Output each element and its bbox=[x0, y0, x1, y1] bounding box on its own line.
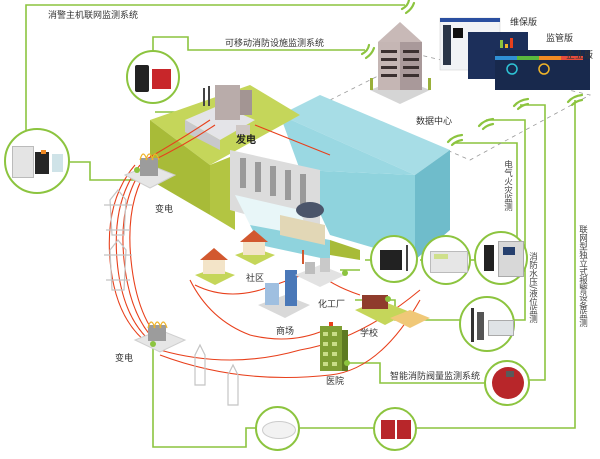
current-transformer-icon bbox=[484, 245, 494, 271]
device-ring-smoke bbox=[255, 406, 300, 451]
label-substation-bottom: 变电 bbox=[115, 354, 134, 364]
transmitter-box-icon bbox=[488, 320, 514, 336]
gateway-icon bbox=[35, 152, 49, 174]
community-houses bbox=[195, 230, 275, 285]
label-mall: 商场 bbox=[276, 327, 295, 337]
substation-top bbox=[123, 153, 177, 189]
alarm-bell-icon bbox=[397, 420, 411, 439]
dashboard-screens bbox=[439, 17, 590, 90]
power-tower-icon bbox=[104, 239, 132, 291]
label-community: 社区 bbox=[246, 274, 265, 284]
wifi-signal-icon bbox=[566, 93, 584, 107]
link-hospital bbox=[346, 362, 484, 384]
din-module-icon bbox=[52, 154, 63, 172]
hospital-building bbox=[320, 322, 350, 371]
label-data-center: 数据中心 bbox=[416, 117, 453, 127]
device-ring-cabinet bbox=[474, 231, 528, 285]
smoke-detector-icon bbox=[262, 421, 296, 439]
mobile-phone-icon bbox=[135, 65, 149, 92]
control-cabinet-icon bbox=[12, 146, 34, 178]
power-tower-icon bbox=[194, 343, 206, 386]
device-ring-manual-alarm bbox=[373, 407, 417, 451]
label-electrical-fire: 电气火灾监测 bbox=[502, 160, 513, 211]
label-water-pressure: 消防水压/液位监测 bbox=[527, 252, 538, 323]
cabinet-screen bbox=[503, 247, 515, 255]
label-chem-plant: 化工厂 bbox=[318, 300, 346, 310]
device-ring-gateway bbox=[4, 128, 70, 194]
hydro-dam-icon bbox=[150, 85, 450, 260]
wifi-signal-icons bbox=[360, 0, 584, 147]
device-ring-din-meter bbox=[421, 235, 471, 285]
valve-sensor-label bbox=[506, 371, 514, 377]
wifi-signal-icon bbox=[512, 97, 530, 111]
label-substation-top: 变电 bbox=[155, 205, 174, 215]
device-ring-valve bbox=[484, 360, 530, 406]
link-alarm-host bbox=[25, 4, 405, 140]
electric-meter-icon bbox=[380, 250, 402, 270]
link-standalone bbox=[395, 100, 576, 429]
wifi-signal-icon bbox=[360, 43, 376, 60]
chem-plant bbox=[295, 250, 348, 287]
office-building-icon bbox=[370, 22, 431, 104]
label-standalone-alarm: 联网型独立式报警设备监测 bbox=[577, 225, 588, 327]
label-hospital: 医院 bbox=[326, 377, 345, 387]
wireless-alarm-tag-icon bbox=[152, 69, 171, 89]
power-tower-icons bbox=[104, 189, 239, 406]
label-supervision-version: 监管版 bbox=[546, 34, 574, 44]
gateway-indicator bbox=[41, 150, 46, 154]
link-valve-ext bbox=[520, 104, 546, 381]
wifi-signal-icon bbox=[400, 0, 416, 15]
power-tower-icon bbox=[104, 189, 132, 236]
link-gateway bbox=[70, 161, 137, 181]
meter-screen bbox=[434, 254, 448, 259]
antenna-icon bbox=[406, 245, 408, 271]
wifi-signal-icon bbox=[477, 117, 495, 131]
power-tower-icon bbox=[227, 363, 239, 406]
manual-call-point-icon bbox=[381, 420, 395, 439]
power-plant bbox=[185, 85, 255, 150]
school-building bbox=[355, 295, 430, 328]
link-mobile bbox=[152, 36, 365, 70]
link-electrical bbox=[455, 142, 518, 245]
label-enterprise-version: 企业版 bbox=[566, 51, 594, 61]
device-ring-water-sensors bbox=[459, 296, 515, 352]
label-mobile-system: 可移动消防设施监测系统 bbox=[225, 39, 325, 49]
device-ring-mobile bbox=[126, 50, 180, 104]
level-sensor-icon bbox=[471, 308, 474, 342]
substation-bottom bbox=[133, 321, 187, 353]
label-alarm-host-system: 消警主机联网监测系统 bbox=[48, 11, 139, 21]
mall-building bbox=[258, 270, 310, 318]
pressure-sensor-icon bbox=[477, 312, 484, 340]
label-power-generation: 发电 bbox=[236, 135, 256, 146]
label-school: 学校 bbox=[360, 329, 379, 339]
link-water bbox=[486, 119, 526, 321]
device-ring-meter-display bbox=[370, 235, 418, 283]
label-valve-system: 智能消防阀量监测系统 bbox=[390, 372, 481, 382]
label-maintenance-version: 维保版 bbox=[510, 18, 538, 28]
wifi-signal-icon bbox=[446, 133, 464, 147]
